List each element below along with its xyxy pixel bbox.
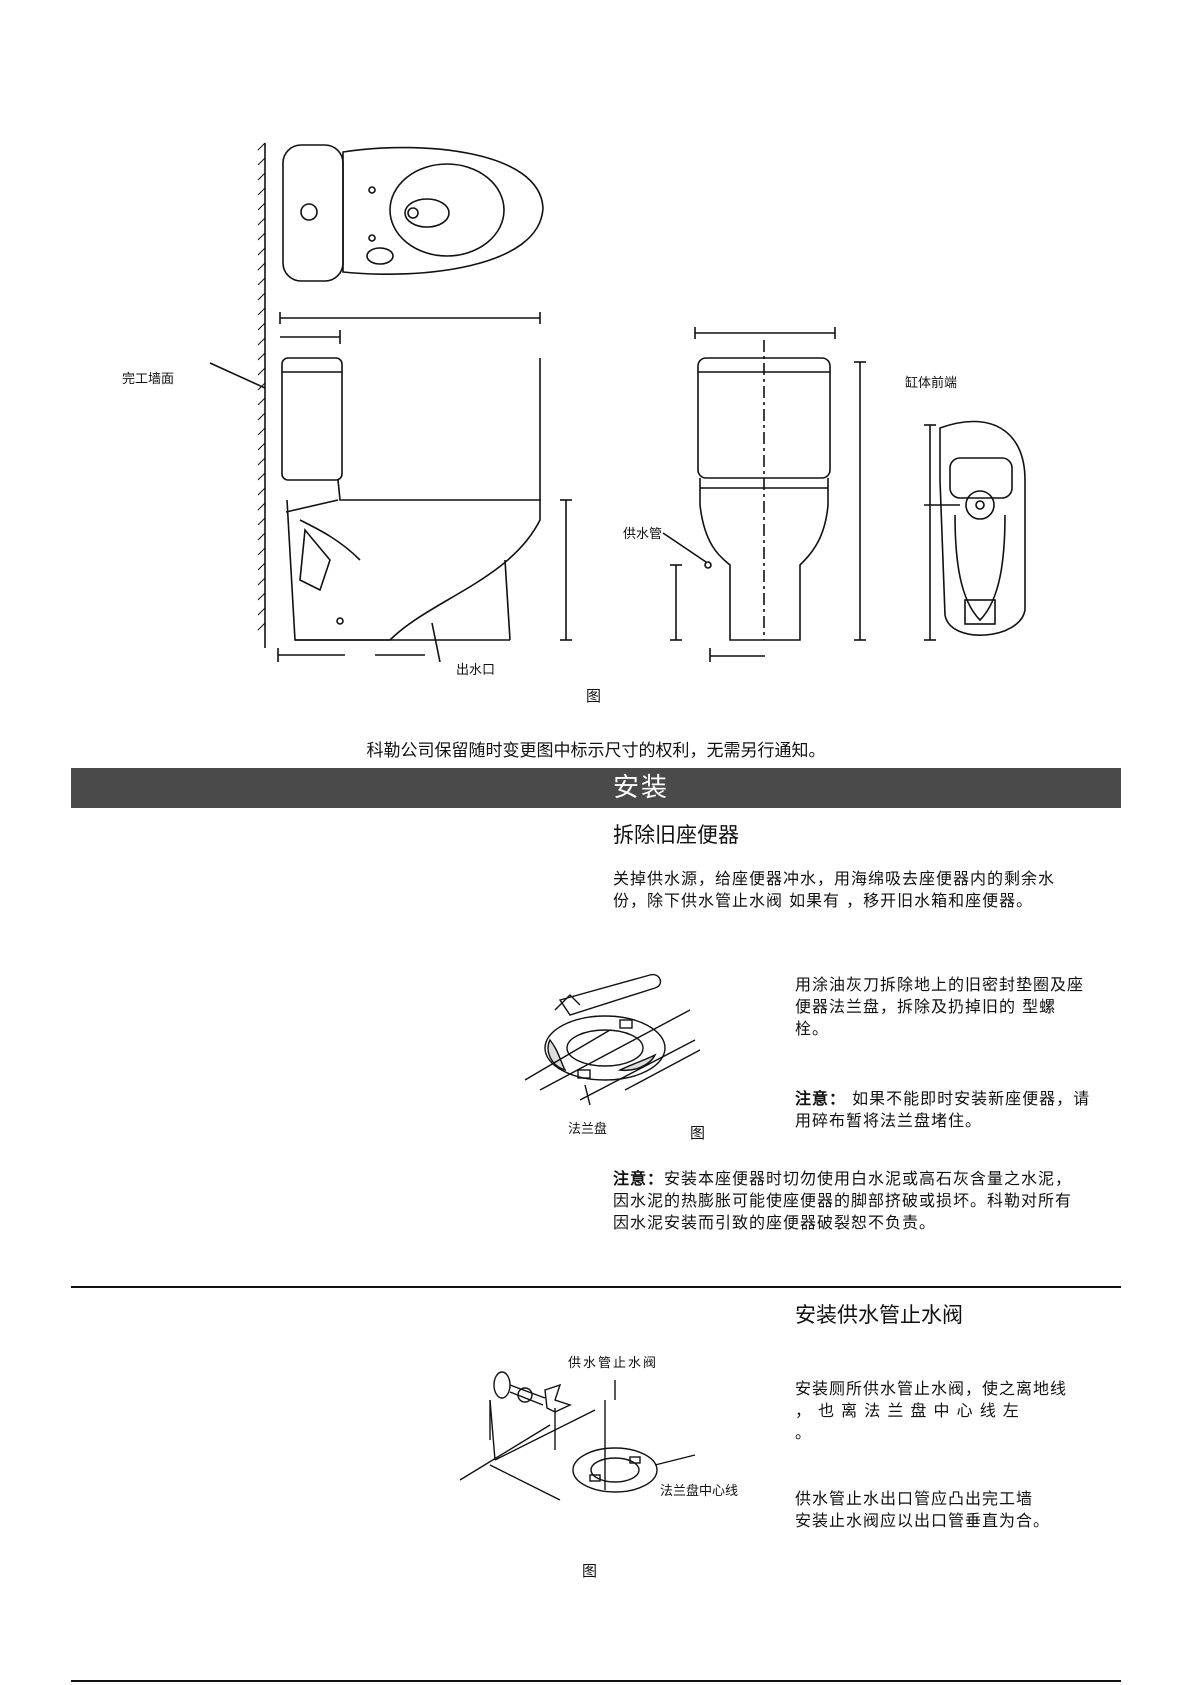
valve-installation-illustration [459, 1371, 696, 1501]
label-finished-wall: 完工墙面 [122, 372, 175, 387]
label-supply-pipe: 供水管 [623, 527, 663, 542]
valve-position-text: 安装厕所供水管止水阀，使之离地线 ， 也 离 法 兰 盘 中 心 线 左 。 [795, 1379, 1068, 1442]
install-banner [71, 768, 1121, 808]
note-cement-warning: 注意：安装本座便器时切勿使用白水泥或高石灰含量之水泥， 因水泥的热膨胀可能使座便… [613, 1169, 1073, 1232]
label-flange: 法兰盘 [568, 1122, 608, 1137]
section-divider [71, 1286, 1121, 1288]
label-flange-centerline: 法兰盘中心线 [660, 1484, 739, 1499]
figure-3-caption: 图 [582, 1562, 598, 1580]
remove-old-toilet-text: 关掉供水源，给座便器冲水，用海绵吸去座便器内的剩余水 份，除下供水管止水阀 如果… [613, 869, 1056, 910]
figure-1-caption: 图 [586, 687, 602, 705]
bottom-rule [71, 1680, 1121, 1682]
install-valve-heading: 安装供水管止水阀 [795, 1303, 963, 1327]
label-tank-front: 缸体前端 [905, 376, 958, 391]
flange-removal-illustration [524, 973, 701, 1106]
figure-2-caption: 图 [690, 1124, 706, 1142]
label-supply-valve: 供水管止水阀 [568, 1356, 659, 1371]
install-banner-title: 安装 [613, 773, 670, 803]
note-plug-flange: 注意： 如果不能即时安装新座便器，请 用碎布暂将法兰盘堵住。 [795, 1089, 1091, 1130]
valve-outlet-text: 供水管止水出口管应凸出完工墙 安装止水阀应以出口管垂直为合。 [795, 1489, 1051, 1530]
toilet-dimension-drawing [209, 142, 1026, 663]
label-outlet: 出水口 [456, 663, 496, 678]
dimension-disclaimer: 科勒公司保留随时变更图中标示尺寸的权利，无需另行通知。 [366, 741, 826, 761]
remove-wax-ring-text: 用涂油灰刀拆除地上的旧密封垫圈及座 便器法兰盘，拆除及扔掉旧的 型螺 栓。 [795, 975, 1085, 1038]
remove-old-toilet-heading: 拆除旧座便器 [613, 823, 739, 847]
